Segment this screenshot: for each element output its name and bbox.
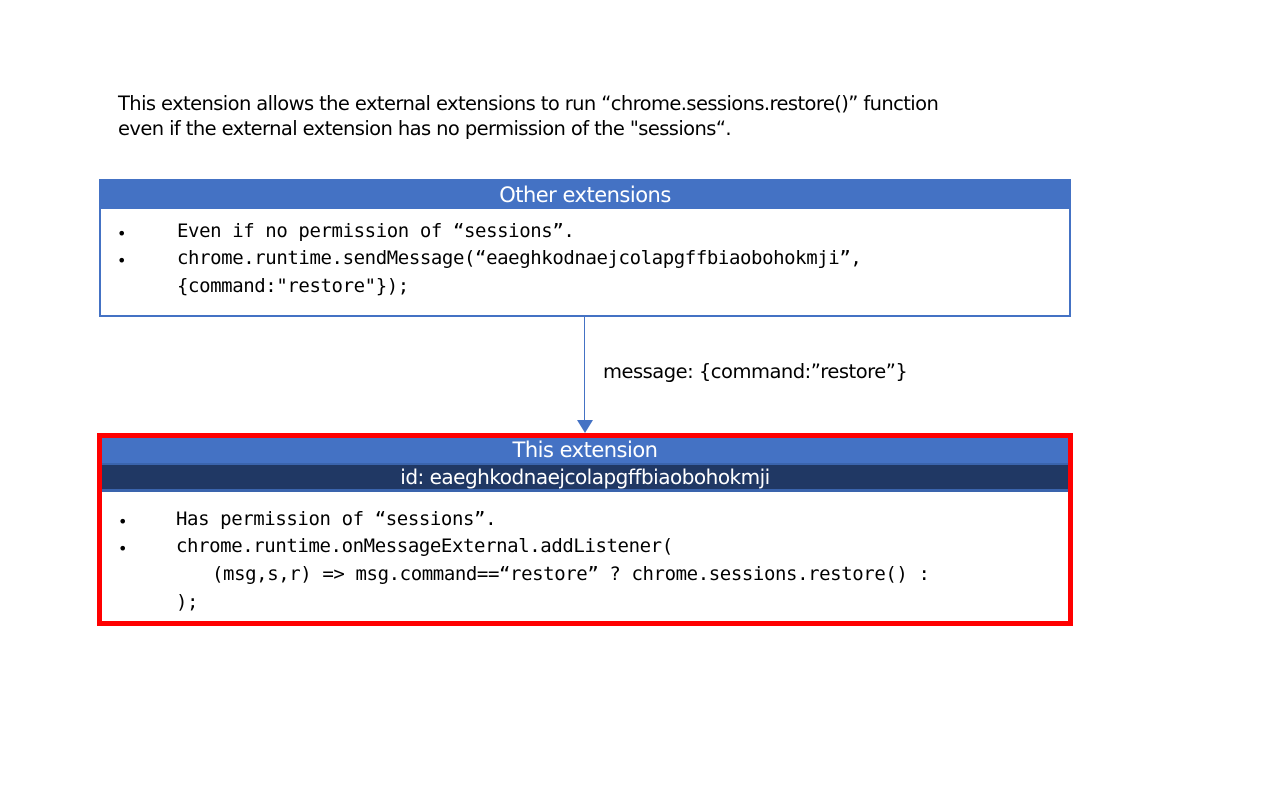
message-label: message: {command:”restore”}: [603, 360, 908, 383]
other-extensions-title: Other extensions: [101, 181, 1069, 209]
bullet-icon: •: [117, 224, 127, 243]
this-extension-box: This extension id: eaeghkodnaejcolapgffb…: [97, 433, 1073, 626]
bullet-icon: •: [118, 539, 128, 558]
intro-text: This extension allows the external exten…: [118, 91, 939, 141]
intro-line-1: This extension allows the external exten…: [118, 92, 939, 115]
message-arrow-line: [584, 317, 585, 421]
this-ext-item-2: chrome.runtime.onMessageExternal.addList…: [176, 535, 673, 557]
other-ext-item-1: Even if no permission of “sessions”.: [177, 220, 575, 242]
other-extensions-box: Other extensions • Even if no permission…: [99, 179, 1071, 317]
this-extension-title: This extension: [102, 438, 1068, 463]
arrow-down-icon: [577, 420, 593, 433]
this-ext-item-1: Has permission of “sessions”.: [176, 508, 497, 530]
intro-line-2: even if the external extension has no pe…: [118, 117, 732, 140]
bullet-icon: •: [118, 512, 128, 531]
bullet-icon: •: [117, 251, 127, 270]
this-ext-item-2-continuation-1: (msg,s,r) => msg.command==“restore” ? ch…: [212, 563, 930, 585]
other-ext-item-2: chrome.runtime.sendMessage(“eaeghkodnaej…: [177, 247, 862, 269]
this-extension-id: id: eaeghkodnaejcolapgffbiaobohokmji: [102, 463, 1068, 492]
this-ext-item-2-continuation-2: );: [176, 591, 199, 613]
other-ext-item-2-continuation: {command:"restore"});: [177, 275, 409, 297]
